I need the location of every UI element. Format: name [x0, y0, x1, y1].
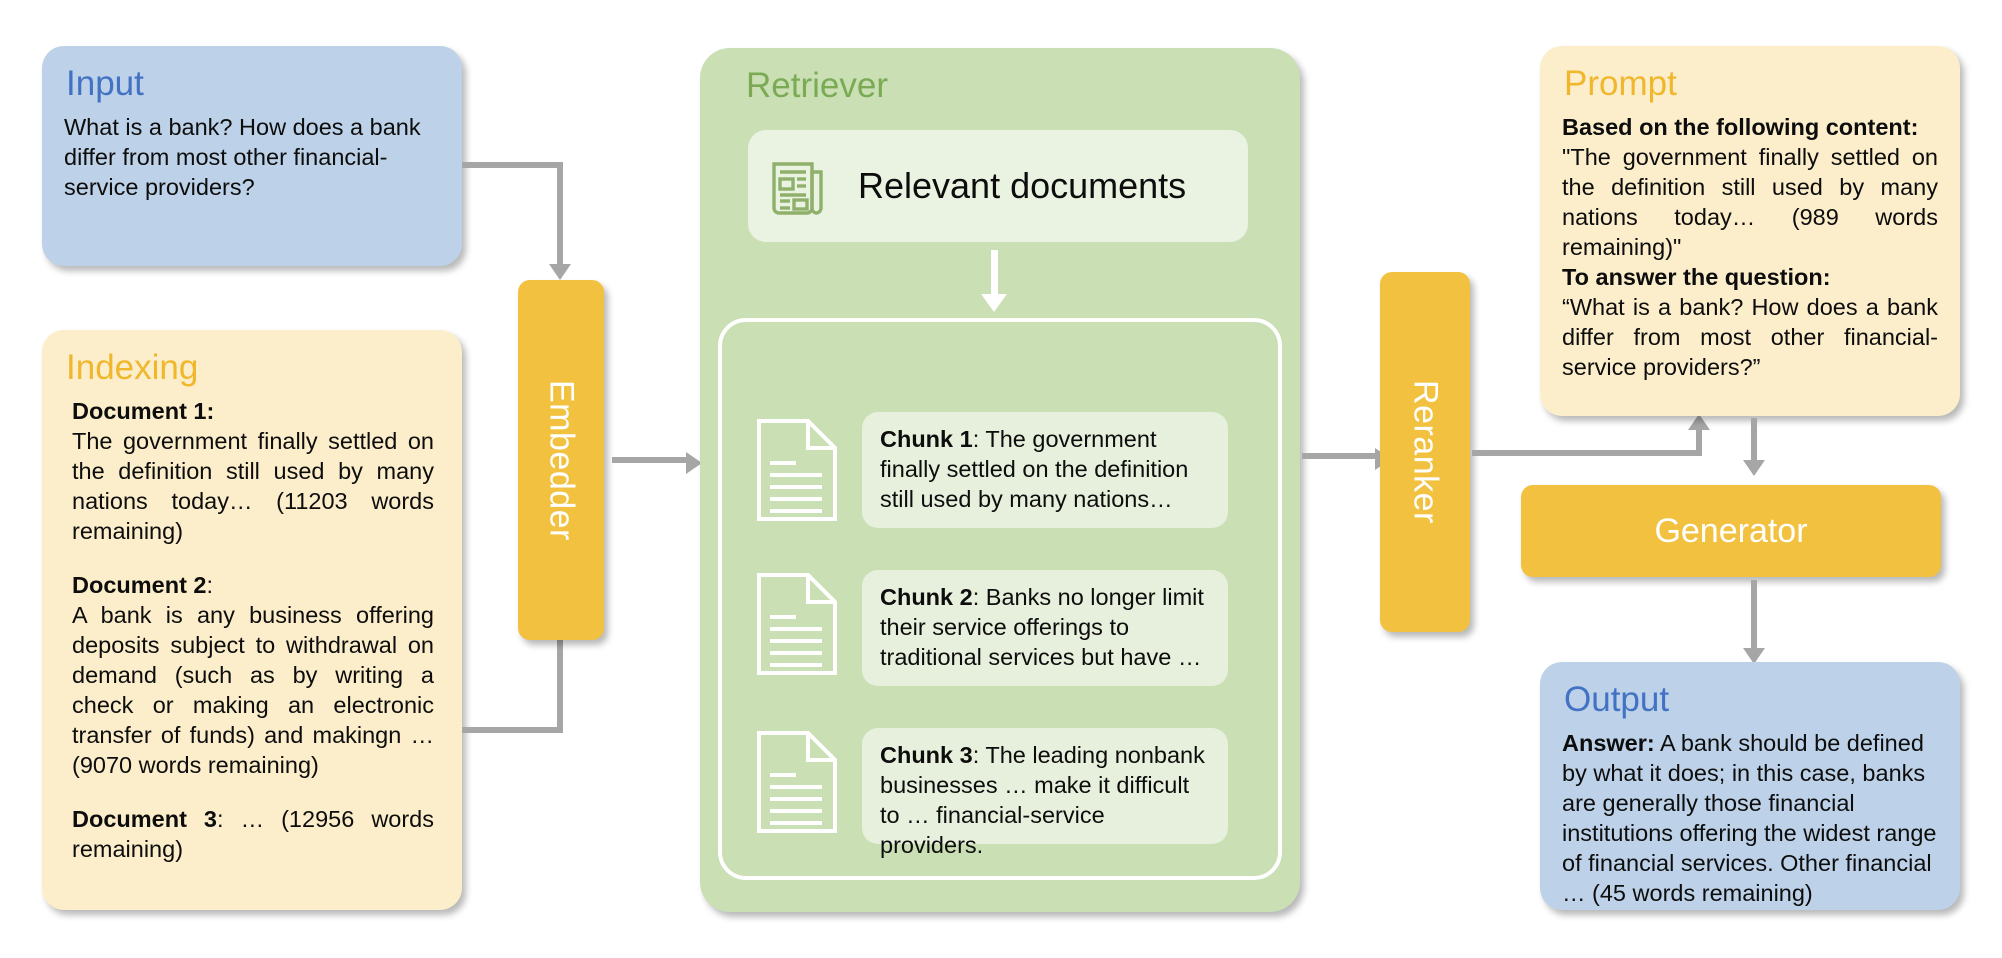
chunk-3-separator: : — [972, 742, 986, 768]
chunk-2-text-row: Chunk 2: Banks no longer limit their ser… — [880, 582, 1212, 672]
connector-reldocs-to-chunks-arrow — [981, 294, 1007, 312]
chunk-2-text: Banks no longer limit their service offe… — [880, 584, 1204, 670]
document-1-label: Document 1: — [72, 398, 215, 424]
connector-generator-to-output — [1751, 580, 1757, 652]
input-text: What is a bank? How does a bank differ f… — [64, 114, 421, 200]
indexing-title: Indexing — [66, 348, 199, 387]
chunk-3-document-icon — [756, 730, 838, 839]
prompt-question-heading: To answer the question: — [1562, 264, 1831, 290]
reranker-block[interactable]: Reranker — [1380, 272, 1470, 632]
chunk-1-text-row: Chunk 1: The government finally settled … — [880, 424, 1212, 514]
chunk-3-label: Chunk 3 — [880, 742, 973, 768]
connector-reldocs-to-chunks — [991, 250, 998, 298]
connector-generator-to-output-arrow — [1743, 648, 1765, 664]
chunk-2-separator: : — [972, 584, 986, 610]
chunk-3-text: The leading nonbank businesses … make it… — [880, 742, 1205, 858]
prompt-content-heading: Based on the following content: — [1562, 114, 1919, 140]
document-2-label-row: Document 2: — [72, 570, 434, 600]
chunk-1-text: The government finally settled on the de… — [880, 426, 1189, 512]
chunk-1-document-icon — [756, 418, 838, 527]
chunks-container — [718, 318, 1282, 880]
document-2-colon: : — [206, 572, 214, 598]
relevant-documents-label: Relevant documents — [858, 165, 1187, 206]
input-title: Input — [66, 64, 144, 103]
connector-retriever-to-reranker — [1302, 453, 1377, 459]
embedder-block[interactable]: Embedder — [518, 280, 604, 640]
document-2-label: Document 2 — [72, 572, 207, 598]
document-2-text: A bank is any business offering deposits… — [72, 602, 434, 778]
output-answer-label: Answer: — [1562, 730, 1655, 756]
chunk-1-separator: : — [972, 426, 986, 452]
indexing-document-3: Document 3: … (12956 words remaining) — [64, 804, 440, 864]
connector-prompt-to-generator — [1751, 418, 1757, 463]
connector-input-to-embedder-arrow — [549, 264, 571, 280]
prompt-content-text: "The government finally settled on the d… — [1562, 144, 1938, 260]
reranker-label: Reranker — [1406, 380, 1445, 524]
connector-reranker-to-prompt-v — [1696, 430, 1702, 456]
chunk-1-label: Chunk 1 — [880, 426, 973, 452]
document-3-label: Document 3 — [72, 806, 217, 832]
document-3-colon: : — [217, 806, 224, 832]
connector-embedder-to-retriever-arrow — [686, 452, 702, 474]
embedder-label: Embedder — [542, 379, 581, 541]
indexing-card: Indexing Document 1: The government fina… — [42, 330, 462, 910]
generator-block[interactable]: Generator — [1521, 485, 1941, 577]
spacer — [64, 780, 440, 804]
prompt-question-text: “What is a bank? How does a bank differ … — [1562, 294, 1938, 380]
connector-indexing-to-embedder-h — [462, 727, 563, 733]
output-answer-text: A bank should be defined by what it does… — [1562, 730, 1937, 906]
chunk-1-box[interactable]: Chunk 1: The government finally settled … — [862, 412, 1228, 528]
relevant-documents-panel: Relevant documents — [748, 130, 1248, 242]
newspaper-icon — [768, 154, 832, 218]
chunk-3-text-row: Chunk 3: The leading nonbank businesses … — [880, 740, 1212, 860]
document-3-text: … (12956 words remaining) — [72, 806, 435, 862]
prompt-title: Prompt — [1564, 64, 1677, 103]
output-answer-row: Answer: A bank should be defined by what… — [1562, 728, 1938, 908]
connector-reranker-to-prompt-h — [1472, 450, 1702, 456]
chunk-2-box[interactable]: Chunk 2: Banks no longer limit their ser… — [862, 570, 1228, 686]
connector-input-to-embedder-h — [462, 162, 563, 168]
chunk-2-document-icon — [756, 572, 838, 681]
connector-reranker-to-prompt-arrow — [1688, 414, 1710, 430]
indexing-document-1: Document 1: The government finally settl… — [64, 396, 440, 546]
connector-input-to-embedder-v — [557, 162, 563, 266]
indexing-document-2: Document 2: A bank is any business offer… — [64, 570, 440, 780]
retriever-title: Retriever — [746, 66, 888, 105]
prompt-card: Prompt Based on the following content: "… — [1540, 46, 1960, 416]
connector-prompt-to-generator-arrow — [1743, 460, 1765, 476]
output-title: Output — [1564, 680, 1670, 719]
output-card: Output Answer: A bank should be defined … — [1540, 662, 1960, 910]
chunk-2-label: Chunk 2 — [880, 584, 973, 610]
connector-embedder-to-retriever — [612, 457, 688, 463]
document-1-text: The government finally settled on the de… — [72, 428, 434, 544]
input-card: Input What is a bank? How does a bank di… — [42, 46, 462, 266]
generator-label: Generator — [1654, 511, 1808, 550]
chunk-3-box[interactable]: Chunk 3: The leading nonbank businesses … — [862, 728, 1228, 858]
spacer — [64, 546, 440, 570]
